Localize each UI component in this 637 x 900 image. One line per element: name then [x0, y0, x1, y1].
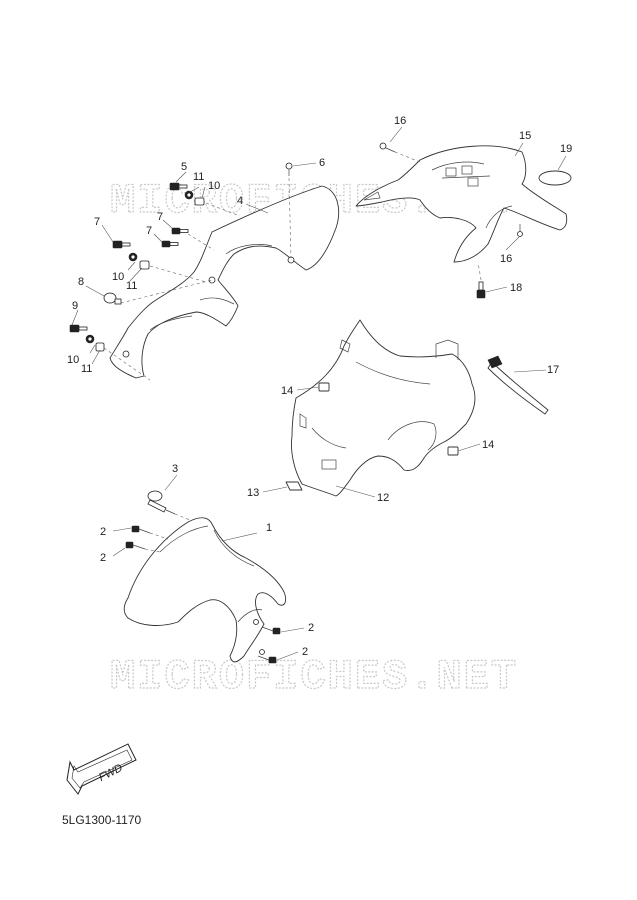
part-19-emblem: [538, 170, 572, 186]
screw-icon: [131, 525, 151, 534]
grommet-icon: [103, 292, 122, 305]
diagram-code: 5LG1300-1170: [62, 813, 142, 827]
callout-13: 13: [247, 487, 259, 499]
callout-15: 15: [519, 130, 531, 142]
fwd-arrow-icon: FWD: [66, 743, 137, 795]
bolt-icon: [161, 240, 179, 248]
callout-8: 8: [78, 276, 84, 288]
screw-icon: [257, 655, 277, 664]
callout-2: 2: [100, 526, 106, 538]
callout-12: 12: [377, 492, 389, 504]
part-4-front-cover: [109, 185, 340, 379]
mount-hole: [253, 619, 259, 625]
bolt-icon: [169, 182, 188, 191]
watermark-bottom: MICROFICHES.NET: [110, 653, 518, 701]
bolt-icon: [476, 281, 486, 299]
part-15-rear-cover: [355, 145, 568, 263]
callout-2: 2: [302, 646, 308, 658]
callout-17: 17: [547, 364, 559, 376]
callout-11: 11: [126, 280, 137, 292]
callout-5: 5: [181, 161, 187, 173]
callout-10: 10: [208, 180, 220, 192]
bolt-icon: [69, 324, 88, 333]
callout-3: 3: [172, 463, 178, 475]
callout-16: 16: [394, 115, 406, 127]
callout-19: 19: [560, 143, 572, 155]
callout-10: 10: [67, 354, 79, 366]
screw-icon: [261, 626, 281, 635]
callout-1: 1: [266, 522, 272, 534]
part-1-front-fender: [123, 517, 287, 663]
screw-icon: [379, 142, 396, 153]
callouts: 1 2 2 2 2 3 4 5 6 7 7 7 8 9 10 10 10 11 …: [67, 115, 572, 658]
screw-icon: [285, 162, 293, 176]
leader-lines: [71, 126, 567, 661]
mount-hole: [259, 649, 265, 655]
collar-icon: [194, 197, 205, 206]
clip-icon: [318, 382, 330, 392]
callout-2: 2: [308, 622, 314, 634]
mount-hole: [122, 350, 130, 358]
callout-11: 11: [193, 171, 204, 183]
bolt-icon: [112, 240, 131, 249]
callout-10: 10: [112, 271, 124, 283]
mount-hole: [208, 276, 216, 284]
callout-2: 2: [100, 552, 106, 564]
callout-7: 7: [157, 211, 163, 223]
callout-7: 7: [94, 216, 100, 228]
callout-4: 4: [237, 195, 243, 207]
callout-18: 18: [510, 282, 522, 294]
callout-14: 14: [281, 385, 293, 397]
bolt-icon: [171, 227, 189, 235]
callout-16: 16: [500, 253, 512, 265]
screw-icon: [517, 224, 523, 237]
callout-14: 14: [482, 439, 494, 451]
callout-6: 6: [319, 157, 325, 169]
screw-icon: [125, 541, 146, 550]
clip-icon: [447, 446, 459, 456]
callout-9: 9: [72, 300, 78, 312]
hardware-left: [69, 162, 293, 352]
part-13-pad: [285, 481, 303, 491]
collar-icon: [95, 342, 105, 352]
callout-7: 7: [146, 225, 152, 237]
callout-11: 11: [81, 363, 92, 375]
part-17-band: [487, 355, 549, 415]
part-12-inner-panel: [291, 319, 476, 497]
collar-icon: [139, 260, 150, 270]
part-3-bracket: [147, 490, 176, 515]
